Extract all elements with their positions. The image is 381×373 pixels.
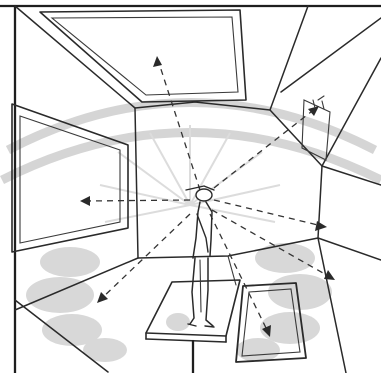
arrow-upper-right-icon	[308, 106, 319, 116]
skylight	[40, 10, 246, 102]
sight-line-up	[158, 60, 200, 190]
watermark-ornament-center	[166, 313, 190, 331]
arrow-right-icon	[315, 221, 327, 231]
platform	[146, 280, 240, 373]
watermark-ornament-right	[236, 243, 332, 362]
watermark-ornament-left	[26, 247, 127, 362]
sight-line-down-right	[210, 214, 268, 332]
arrow-up-icon	[153, 56, 162, 67]
figure-head	[196, 189, 212, 201]
arrow-left-icon	[80, 196, 90, 206]
